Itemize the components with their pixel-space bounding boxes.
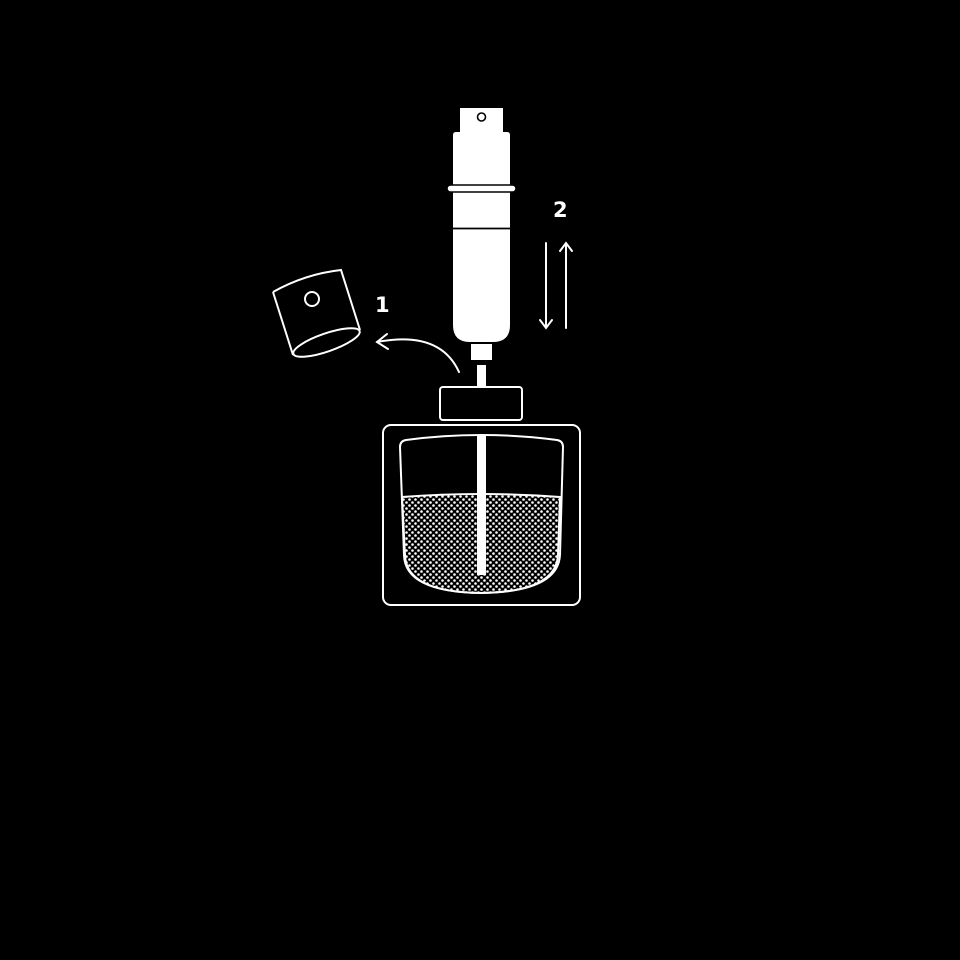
perfume-bottle-icon: [382, 386, 581, 606]
curved-arrow-icon: [375, 333, 460, 373]
atomizer-icon: [446, 108, 517, 387]
up-down-arrows-icon: [539, 241, 573, 330]
step-2-label: 2: [553, 198, 568, 222]
step-1-label: 1: [375, 293, 390, 317]
cap-icon: [272, 268, 361, 358]
